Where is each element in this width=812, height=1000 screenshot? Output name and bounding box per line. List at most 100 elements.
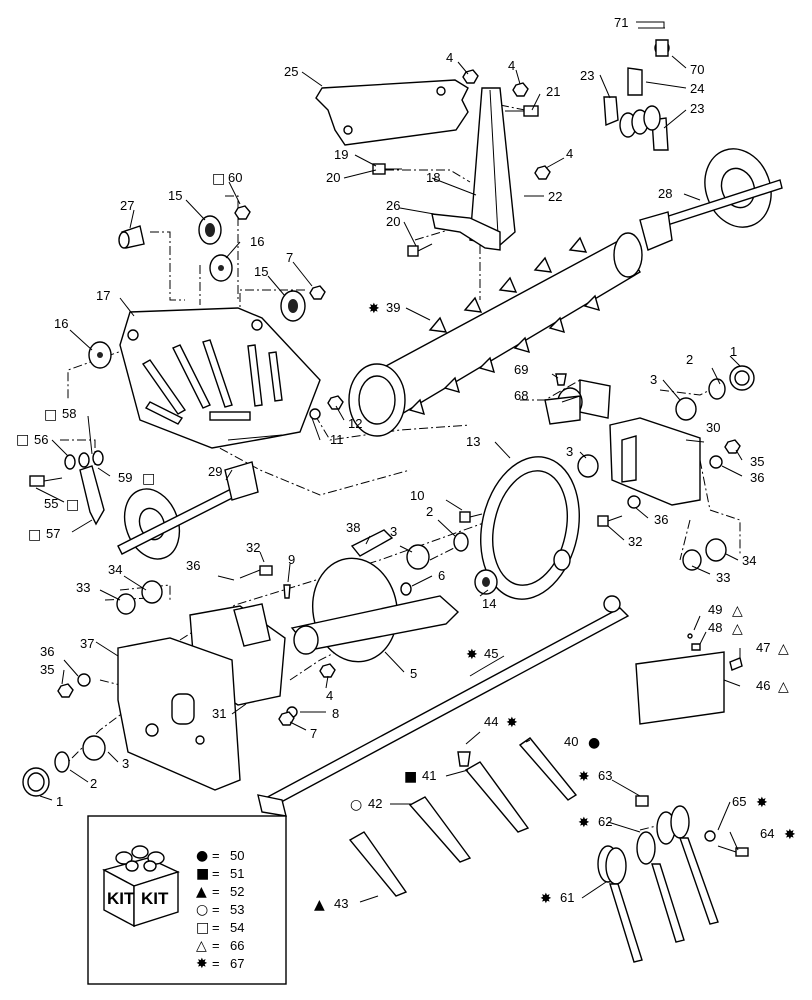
callout-56: 56 bbox=[34, 432, 48, 447]
assembly-lines bbox=[59, 104, 741, 831]
open-square-icon: □ bbox=[142, 471, 155, 487]
callout-22: 22 bbox=[548, 189, 562, 204]
part-bolt-32a bbox=[239, 565, 273, 579]
filled-circle-icon: ● bbox=[588, 735, 600, 751]
callout-69: 69 bbox=[514, 362, 528, 377]
callout-19: 19 bbox=[334, 147, 348, 162]
legend-kit-number: 66 bbox=[230, 938, 244, 953]
part-bolt-21 bbox=[505, 105, 539, 117]
callout-12: 12 bbox=[348, 416, 362, 431]
part-tine-42 bbox=[408, 796, 472, 863]
star-icon: ✸ bbox=[196, 956, 208, 972]
callout-40: 40 bbox=[564, 734, 578, 749]
callout-3: 3 bbox=[390, 524, 397, 539]
open-square-icon: □ bbox=[28, 527, 41, 543]
open-square-icon: □ bbox=[196, 920, 209, 936]
callout-49: 49 bbox=[708, 602, 722, 617]
part-tine-43 bbox=[348, 831, 408, 897]
callout-16: 16 bbox=[54, 316, 68, 331]
callout-10: 10 bbox=[410, 488, 424, 503]
callout-57: 57 bbox=[46, 526, 60, 541]
callout-17: 17 bbox=[96, 288, 110, 303]
callout-32: 32 bbox=[246, 540, 260, 555]
callout-68: 68 bbox=[514, 388, 528, 403]
callout-33: 33 bbox=[716, 570, 730, 585]
open-triangle-icon: △ bbox=[778, 679, 789, 695]
callout-4: 4 bbox=[326, 688, 333, 703]
part-bracket-30 bbox=[609, 417, 741, 509]
callout-34: 34 bbox=[742, 553, 756, 568]
callout-36: 36 bbox=[186, 558, 200, 573]
callout-3: 3 bbox=[122, 756, 129, 771]
callout-25: 25 bbox=[284, 64, 298, 79]
callout-45: 45 bbox=[484, 646, 498, 661]
callout-65: 65 bbox=[732, 794, 746, 809]
part-hose-clamps bbox=[603, 67, 669, 151]
legend-equals: = bbox=[212, 848, 220, 863]
open-square-icon: □ bbox=[66, 497, 79, 513]
callout-5: 5 bbox=[410, 666, 417, 681]
callout-43: 43 bbox=[334, 896, 348, 911]
callout-20: 20 bbox=[326, 170, 340, 185]
callout-8: 8 bbox=[332, 706, 339, 721]
legend-row: △ = 66 bbox=[196, 938, 244, 954]
callout-29: 29 bbox=[208, 464, 222, 479]
part-shaft-29 bbox=[117, 461, 259, 560]
callout-35: 35 bbox=[40, 662, 54, 677]
open-square-icon: □ bbox=[212, 171, 225, 187]
part-bushings-33-34b bbox=[682, 538, 727, 571]
callout-44: 44 bbox=[484, 714, 498, 729]
kit-label-right: KIT bbox=[141, 889, 169, 908]
callout-36: 36 bbox=[750, 470, 764, 485]
part-bolt-20 bbox=[407, 243, 433, 257]
legend-kit-number: 67 bbox=[230, 956, 244, 971]
callout-9: 9 bbox=[288, 552, 295, 567]
open-circle-icon: ○ bbox=[196, 902, 208, 918]
callout-36: 36 bbox=[40, 644, 54, 659]
part-spring-tine-61 bbox=[597, 845, 643, 963]
callout-59: 59 bbox=[118, 470, 132, 485]
callout-63: 63 bbox=[598, 768, 612, 783]
callout-34: 34 bbox=[108, 562, 122, 577]
callout-1: 1 bbox=[56, 794, 63, 809]
part-drum-39 bbox=[348, 232, 643, 437]
callout-38: 38 bbox=[346, 520, 360, 535]
legend-equals: = bbox=[212, 884, 220, 899]
legend-row: ▲ = 52 bbox=[196, 884, 244, 900]
callout-6: 6 bbox=[438, 568, 445, 583]
kit-legend: KIT KIT ● = 50 ■ = 51 ▲ = 52 ○ = 53 □ = … bbox=[87, 815, 287, 985]
callout-26: 26 bbox=[386, 198, 400, 213]
part-flange-16a bbox=[209, 254, 233, 282]
callout-1: 1 bbox=[730, 344, 737, 359]
callout-15: 15 bbox=[168, 188, 182, 203]
callout-35: 35 bbox=[750, 454, 764, 469]
legend-kit-number: 50 bbox=[230, 848, 244, 863]
callout-64: 64 bbox=[760, 826, 774, 841]
callout-47: 47 bbox=[756, 640, 770, 655]
callout-7: 7 bbox=[286, 250, 293, 265]
kit-label-left: KIT bbox=[107, 889, 135, 908]
callout-21: 21 bbox=[546, 84, 560, 99]
legend-equals: = bbox=[212, 920, 220, 935]
part-bolt-19 bbox=[372, 163, 402, 175]
star-icon: ✸ bbox=[466, 647, 478, 663]
part-flange-16b bbox=[88, 341, 112, 369]
part-spring-tine-62 bbox=[636, 805, 719, 943]
callout-2: 2 bbox=[426, 504, 433, 519]
callout-46: 46 bbox=[756, 678, 770, 693]
callout-61: 61 bbox=[560, 890, 574, 905]
legend-row: ■ = 51 bbox=[196, 866, 244, 882]
open-circle-icon: ○ bbox=[350, 797, 362, 813]
callout-16: 16 bbox=[250, 234, 264, 249]
callout-24: 24 bbox=[690, 81, 704, 96]
callout-55: 55 bbox=[44, 496, 58, 511]
open-square-icon: □ bbox=[44, 407, 57, 423]
star-icon: ✸ bbox=[756, 795, 768, 811]
callout-13: 13 bbox=[466, 434, 480, 449]
part-bracket-18 bbox=[469, 87, 516, 246]
star-icon: ✸ bbox=[578, 815, 590, 831]
star-icon: ✸ bbox=[368, 301, 380, 317]
star-icon: ✸ bbox=[784, 827, 796, 843]
part-shaft-28 bbox=[639, 148, 783, 251]
